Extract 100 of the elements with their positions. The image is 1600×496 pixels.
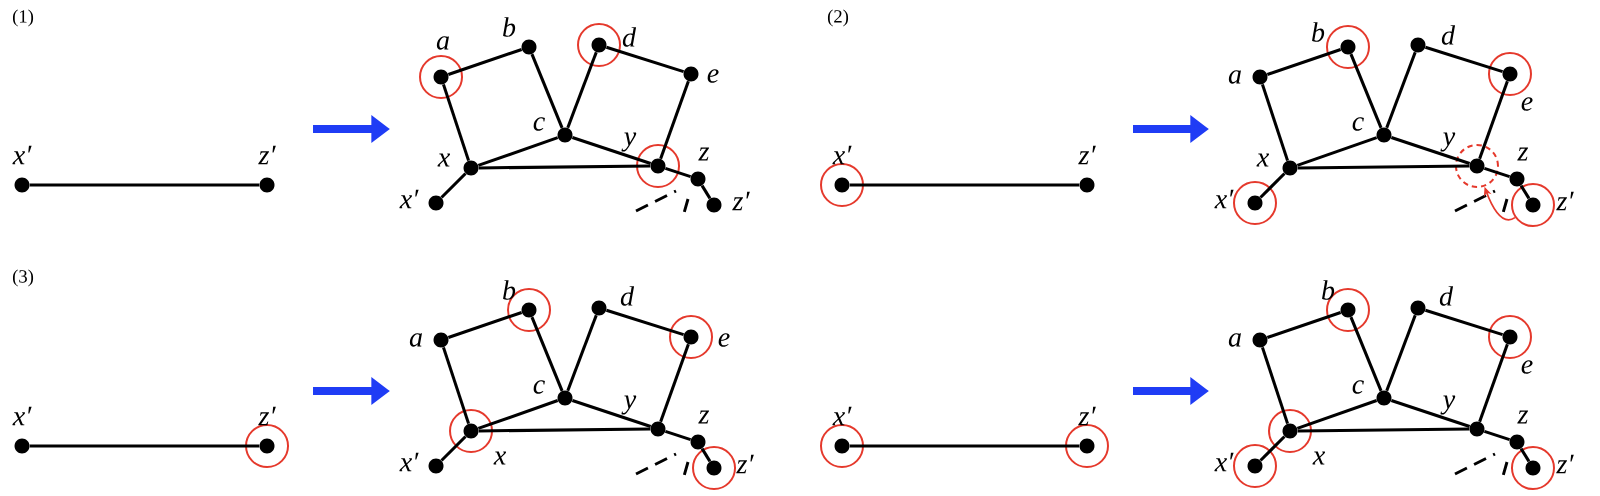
vertex-label: z (1517, 147, 1529, 161)
highlight-circle (669, 315, 713, 359)
highlight-circle (1233, 444, 1277, 488)
graph-edge (1260, 83, 1290, 162)
highlight-circle (820, 424, 864, 468)
vertex-label: x′ (12, 145, 32, 165)
graph-edge (477, 399, 559, 430)
graph-edge (440, 435, 467, 462)
highlight-circle (1455, 144, 1499, 188)
vertex-label: z′ (1078, 406, 1096, 426)
graph-edge (1297, 164, 1470, 170)
vertex-label: x (1256, 153, 1269, 167)
graph-edge (478, 164, 651, 170)
vertex-label: a (436, 36, 449, 50)
highlight-circle (245, 424, 289, 468)
highlight-circle (1511, 183, 1555, 227)
panel-number: (3) (12, 269, 34, 287)
vertex-label: a (1228, 70, 1241, 84)
graph-edge (29, 183, 260, 187)
graph-edge (442, 83, 471, 162)
vertex-label: x′ (1214, 189, 1234, 209)
vertex-label: c (1352, 380, 1364, 394)
vertex-label: d (1439, 286, 1454, 306)
graph-edge (530, 53, 564, 129)
vertex-label: y (1440, 395, 1456, 415)
highlight-circle (449, 409, 493, 453)
graph-edge (571, 136, 652, 165)
graph-edge (1424, 45, 1504, 74)
graph-edge (1483, 166, 1511, 179)
graph-edge (1296, 399, 1378, 430)
vertex-label: x′ (399, 189, 419, 209)
graph-edge (1297, 427, 1470, 433)
vertex-label: z′ (732, 191, 750, 211)
highlight-circle (1268, 409, 1312, 453)
vertex-label: c (1352, 117, 1364, 131)
vertex-label: z′ (258, 406, 276, 426)
graph-edge (1260, 346, 1290, 425)
graph-edge (1296, 136, 1378, 167)
vertex-label: z (1517, 410, 1529, 424)
graph-edge (1349, 53, 1383, 129)
graph-edge (700, 447, 712, 463)
vertex-label: z′ (1556, 191, 1574, 211)
graph-edge (1349, 316, 1383, 392)
highlight-circle (1326, 25, 1370, 69)
graph-edge (478, 427, 651, 433)
vertex-label: b (1312, 22, 1325, 42)
graph-edge (664, 429, 692, 442)
graph-edge (1266, 48, 1342, 76)
graph-edge (664, 166, 692, 179)
vertex-label: z (698, 147, 710, 161)
highlight-circle (1488, 52, 1532, 96)
graph-edge (1478, 80, 1509, 160)
highlight-circle (636, 144, 680, 188)
vertex-label: c (533, 380, 545, 394)
vertex-label: b (503, 280, 516, 300)
graph-edge (530, 316, 564, 392)
graph-edge (659, 80, 690, 160)
graph-edge (440, 172, 467, 199)
vertex-label: x (493, 451, 507, 465)
graph-edge (1266, 311, 1342, 339)
highlight-circle (692, 446, 736, 490)
vertex-label: x (1312, 451, 1325, 465)
vertex-label: e (1521, 360, 1533, 374)
graph-edge (700, 184, 712, 200)
graph-edge (1519, 447, 1531, 463)
graph-edge (1424, 308, 1504, 337)
graph-edge (659, 343, 690, 423)
highlight-circle (1065, 424, 1109, 468)
vertex-label: c (533, 117, 545, 131)
highlight-circle (1233, 181, 1277, 225)
vertex-label: d (620, 286, 635, 306)
vertex-label: e (1521, 97, 1533, 111)
highlight-circle (419, 55, 463, 99)
highlight-circle (1511, 446, 1555, 490)
vertex-label: d (622, 27, 637, 47)
graph-edge (1259, 435, 1286, 462)
vertex-label: e (707, 69, 719, 83)
vertex-label: z (698, 410, 710, 424)
vertex-label: y (621, 132, 637, 152)
graph-edge (447, 311, 523, 339)
vertex-label: b (1322, 280, 1335, 300)
vertex-label: z′ (258, 145, 276, 165)
vertex-label: x′ (832, 145, 852, 165)
graph-edge (1390, 136, 1471, 165)
graph-edge (605, 45, 685, 74)
graph-edge (1390, 399, 1471, 428)
highlight-circle (820, 163, 864, 207)
graph-edge (1259, 172, 1286, 199)
graph-edge (1483, 429, 1511, 442)
vertex-label: x′ (12, 406, 32, 426)
panel-number: (2) (827, 9, 849, 27)
graph-edge (566, 314, 598, 392)
vertex-label: x′ (832, 406, 852, 426)
graph-edge (442, 346, 471, 425)
vertex-label: x (437, 153, 451, 167)
graph-edge (1519, 184, 1531, 200)
vertex-label: x′ (1214, 452, 1234, 472)
graph-edge (1478, 343, 1509, 423)
highlight-circle (1488, 315, 1532, 359)
vertex-label: z′ (1078, 145, 1096, 165)
